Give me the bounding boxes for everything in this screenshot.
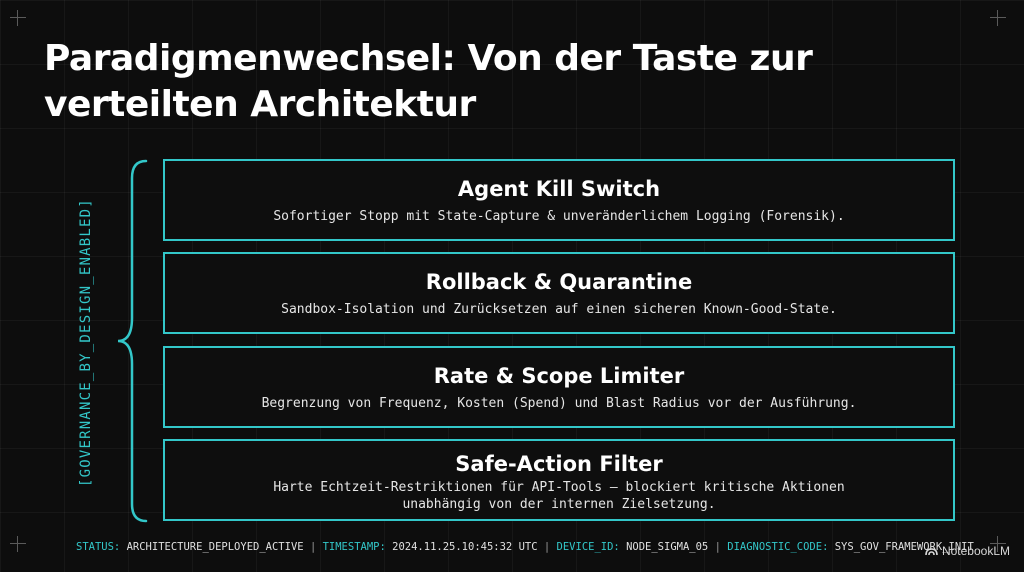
diagnostic-code-value: SYS_GOV_FRAMEWORK_INIT	[834, 541, 974, 553]
layer-title: Rollback & Quarantine	[425, 270, 693, 294]
layer-safe-action-filter: Safe-Action Filter Harte Echtzeit-Restri…	[163, 439, 955, 521]
diagnostic-code-key: DIAGNOSTIC_CODE:	[727, 541, 829, 553]
crosshair-top-right-icon	[990, 10, 1006, 26]
layer-description: Sandbox-Isolation und Zurücksetzen auf e…	[281, 302, 837, 317]
layer-title: Safe-Action Filter	[455, 452, 663, 476]
slide-title: Paradigmenwechsel: Von der Taste zur ver…	[44, 36, 944, 128]
slide-title-line-1: Paradigmenwechsel: Von der Taste zur	[44, 38, 813, 79]
crosshair-top-left-icon	[10, 10, 26, 26]
governance-side-label: [GOVERNANCE_BY_DESIGN_ENABLED]	[78, 198, 94, 488]
slide-title-line-2: verteilten Architektur	[44, 84, 476, 125]
status-value: ARCHITECTURE_DEPLOYED_ACTIVE	[126, 541, 304, 553]
crosshair-bottom-left-icon	[10, 536, 26, 552]
device-id-value: NODE_SIGMA_05	[626, 541, 709, 553]
timestamp-key: TIMESTAMP:	[322, 541, 386, 553]
layer-title: Agent Kill Switch	[457, 177, 661, 201]
layer-description: Sofortiger Stopp mit State-Capture & unv…	[273, 209, 845, 224]
status-separator: |	[714, 541, 721, 553]
crosshair-bottom-right-icon	[990, 536, 1006, 552]
status-separator: |	[309, 541, 317, 553]
layer-rollback-quarantine: Rollback & Quarantine Sandbox-Isolation …	[163, 252, 955, 334]
status-key: STATUS:	[76, 541, 121, 553]
layer-description-line-2: unabhängig von der internen Zielsetzung.	[402, 497, 716, 512]
status-separator: |	[543, 541, 551, 553]
status-bar: STATUS: ARCHITECTURE_DEPLOYED_ACTIVE | T…	[76, 541, 974, 553]
layer-description-line-1: Harte Echtzeit-Restriktionen für API-Too…	[273, 480, 845, 495]
timestamp-value: 2024.11.25.10:45:32 UTC	[392, 541, 538, 553]
brand-name: NotebookLM	[941, 544, 1010, 558]
notebooklm-watermark: NotebookLM	[925, 544, 1010, 558]
layer-title: Rate & Scope Limiter	[433, 364, 685, 388]
layer-description: Harte Echtzeit-Restriktionen für API-Too…	[189, 479, 929, 513]
layer-description: Begrenzung von Frequenz, Kosten (Spend) …	[261, 396, 857, 411]
notebooklm-logo-icon	[925, 547, 938, 555]
device-id-key: DEVICE_ID:	[556, 541, 620, 553]
layer-agent-kill-switch: Agent Kill Switch Sofortiger Stopp mit S…	[163, 159, 955, 241]
curly-brace-icon	[117, 159, 148, 523]
layer-rate-scope-limiter: Rate & Scope Limiter Begrenzung von Freq…	[163, 346, 955, 428]
